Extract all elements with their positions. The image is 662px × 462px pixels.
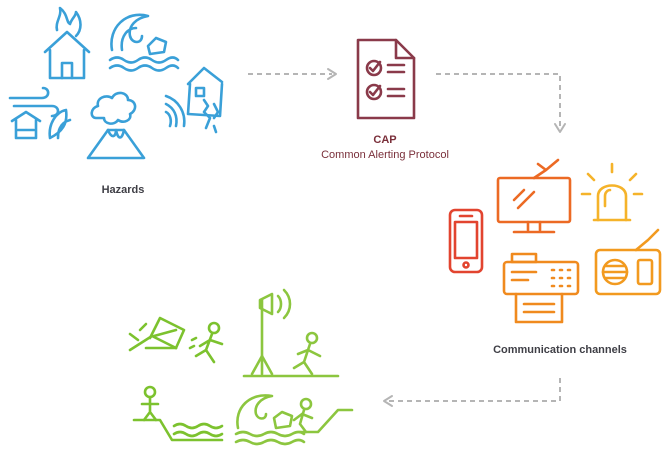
arrow-channels-to-response (383, 378, 561, 407)
flow-arrows (248, 68, 566, 407)
fax-machine-icon (502, 252, 580, 324)
channels-label: Communication channels (493, 344, 627, 356)
cliff-person-icon (132, 385, 224, 442)
landslide-escape-icon (128, 316, 224, 364)
volcano-icon (86, 91, 146, 160)
arrow-cap-to-channels (436, 73, 566, 133)
earthquake-icon (164, 66, 224, 134)
television-icon (496, 158, 572, 234)
loudspeaker-alert-icon (242, 288, 340, 378)
response-group (128, 288, 354, 446)
house-fire-icon (43, 6, 91, 80)
hazards-group (8, 6, 224, 160)
cap-subtitle: Common Alerting Protocol (321, 149, 449, 161)
mobile-phone-icon (448, 208, 484, 274)
arrow-hazards-to-cap (248, 68, 337, 80)
tsunami-icon (108, 13, 180, 72)
cap-title: CAP (373, 134, 397, 146)
siren-light-icon (580, 162, 644, 222)
flood-escape-icon (234, 394, 354, 446)
channels-group (448, 158, 662, 324)
storm-wind-icon (8, 86, 72, 140)
radio-icon (594, 228, 662, 296)
hazards-label: Hazards (101, 184, 145, 196)
checklist-document-icon (356, 38, 416, 120)
